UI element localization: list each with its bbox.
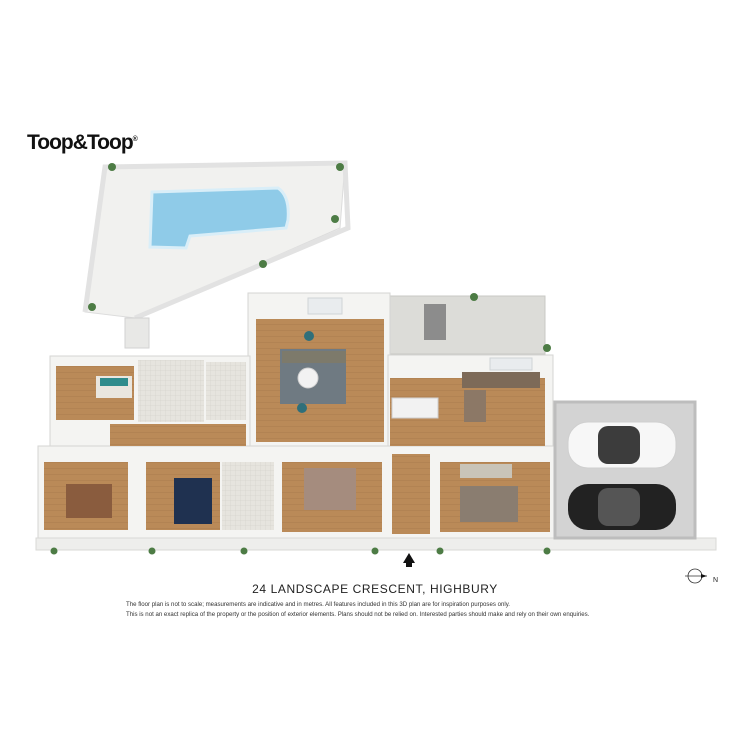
bed — [66, 484, 112, 518]
master-bed — [304, 468, 356, 510]
pot-plant — [148, 547, 156, 555]
hallway-floor — [110, 424, 246, 446]
pot-plant — [543, 547, 551, 555]
entry-arrow — [403, 553, 415, 567]
living-room — [256, 297, 384, 442]
pot-plant — [240, 547, 248, 555]
sofa — [282, 351, 346, 363]
pool-steps — [124, 317, 150, 349]
kitchen-bench — [462, 372, 540, 388]
disclaimer-line-1: The floor plan is not to scale; measurem… — [126, 601, 510, 608]
pot-plant — [543, 344, 551, 352]
lounge-sofa — [460, 464, 512, 478]
pot-plant — [50, 547, 58, 555]
alfresco-floor — [389, 295, 546, 355]
pot-plant — [371, 547, 379, 555]
round-coffee-table — [297, 367, 319, 389]
rear-bedroom-wing — [56, 360, 246, 446]
registered-mark: ® — [132, 136, 138, 143]
pot-plant — [108, 163, 116, 171]
outdoor-dining-table — [424, 304, 446, 340]
laundry-floor — [206, 362, 246, 420]
toop-and-toop-logo: Toop&Toop® — [27, 131, 138, 155]
entry-arrow-stem — [406, 562, 412, 567]
property-address: 24 LANDSCAPE CRESCENT, HIGHBURY — [252, 582, 498, 596]
alfresco-deck — [389, 293, 551, 355]
pot-plant — [436, 547, 444, 555]
compass-north-label: N — [713, 577, 719, 584]
pot-plant — [331, 215, 339, 223]
pool-yard — [82, 160, 351, 349]
bed — [174, 478, 212, 524]
pot-plant — [470, 293, 478, 301]
logo-text: Toop&Toop — [27, 131, 134, 154]
entry-hall-floor — [392, 454, 430, 534]
pot-plant — [336, 163, 344, 171]
swimming-pool — [148, 186, 290, 250]
ensuite-floor — [222, 462, 274, 530]
pot-plant — [259, 260, 267, 268]
kitchen-island — [464, 390, 486, 422]
accent-chair — [297, 403, 307, 413]
front-garden-plants — [50, 547, 551, 555]
disclaimer-line-2: This is not an exact replica of the prop… — [126, 611, 590, 618]
kitchen-dining — [390, 357, 545, 446]
pool-fence — [82, 160, 351, 321]
kitchen-window — [489, 357, 533, 371]
compass-icon — [685, 568, 707, 584]
bed-cushions — [100, 378, 128, 386]
pot-plant — [88, 303, 96, 311]
black-car-windscreen — [598, 488, 640, 526]
lounge-rug — [460, 486, 518, 522]
dining-table — [391, 397, 439, 419]
garage — [553, 400, 697, 540]
bathroom-floor — [138, 360, 204, 422]
accent-chair — [304, 331, 314, 341]
white-car-windscreen — [598, 426, 640, 464]
living-window — [307, 297, 343, 315]
entry-arrow-head — [403, 553, 415, 563]
